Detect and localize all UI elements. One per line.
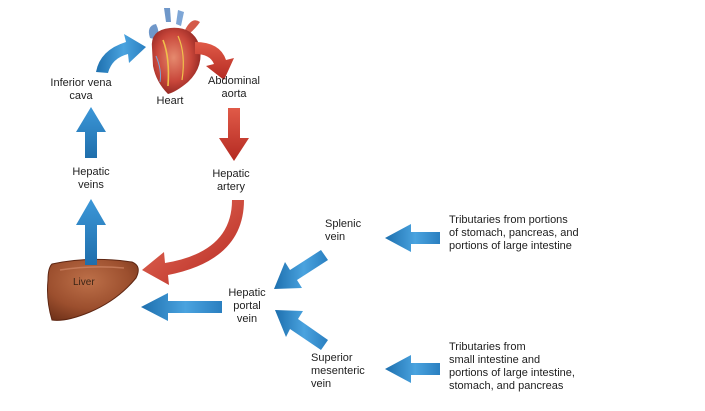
label-tributaries-mesenteric: Tributaries from small intestine and por… xyxy=(449,341,575,392)
label-hepatic-veins: Hepatic veins xyxy=(72,166,110,191)
arrow-heart-to-aorta xyxy=(195,42,234,80)
liver-illustration xyxy=(47,258,139,321)
label-liver: Liver xyxy=(73,277,95,288)
label-heart: Heart xyxy=(156,95,184,107)
label-hepatic-artery: Hepatic artery xyxy=(212,168,250,193)
arrow-hepatic-artery-to-liver xyxy=(142,200,244,285)
label-inferior-vena-cava: Inferior vena cava xyxy=(50,77,112,102)
label-abdominal-aorta: Abdominal aorta xyxy=(208,75,260,100)
label-superior-mesenteric-vein: Superior mesenteric vein xyxy=(311,352,365,390)
arrow-hepatic-veins-to-ivc xyxy=(76,107,106,158)
arrow-ivc-to-heart xyxy=(96,34,146,73)
arrow-portal-vein-to-liver xyxy=(141,293,222,321)
arrow-tributaries-to-mesenteric xyxy=(385,355,440,383)
label-hepatic-portal-vein: Hepatic portal vein xyxy=(228,287,266,325)
arrow-splenic-to-portal xyxy=(274,250,328,289)
label-splenic-vein: Splenic vein xyxy=(325,218,362,243)
arrow-aorta-to-hepatic-artery xyxy=(219,108,249,161)
arrow-liver-to-hepatic-veins xyxy=(76,199,106,265)
heart-illustration xyxy=(148,8,201,94)
label-tributaries-splenic: Tributaries from portions of stomach, pa… xyxy=(449,214,579,252)
arrow-mesenteric-to-portal xyxy=(275,310,328,350)
arrow-tributaries-to-splenic xyxy=(385,224,440,252)
